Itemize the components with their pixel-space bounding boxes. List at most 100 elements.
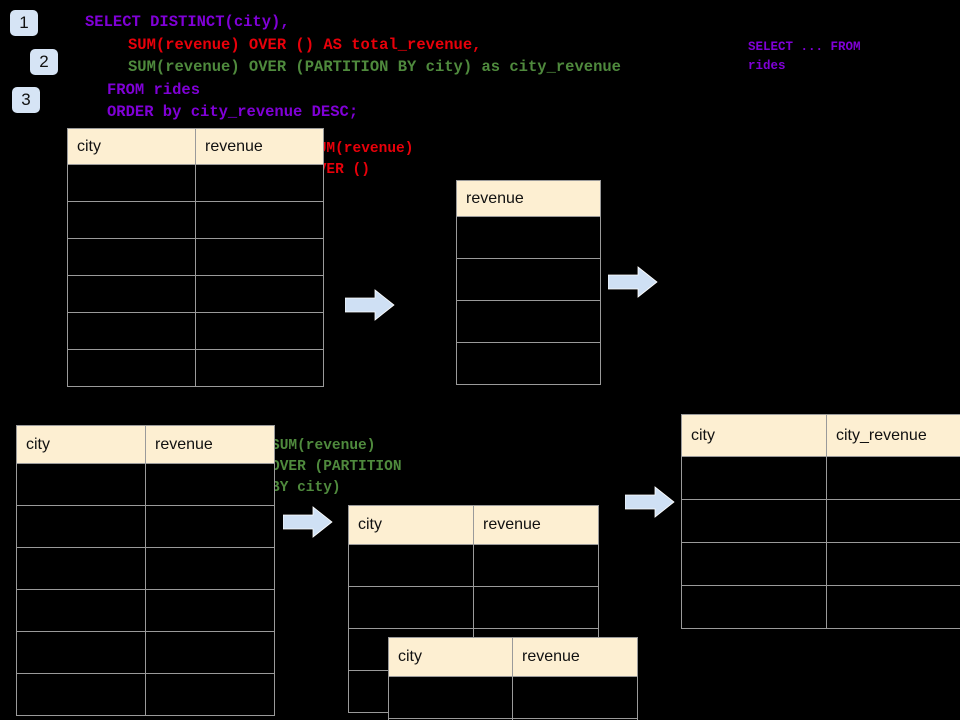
- table-header-row: city revenue: [16, 425, 275, 464]
- table-cell: [67, 201, 196, 239]
- arrow-source-to-partition: [283, 506, 333, 538]
- column-header-city: city: [348, 505, 474, 545]
- table-cell: [681, 499, 827, 543]
- column-header-city: city: [16, 425, 146, 464]
- annotation-select-from-rides: SELECT ... FROM rides: [748, 40, 861, 73]
- table-cell: [456, 342, 601, 385]
- table-row: [348, 586, 599, 629]
- table-cell: [145, 463, 275, 506]
- column-header-revenue: revenue: [473, 505, 599, 545]
- table-cell: [67, 312, 196, 350]
- table-source-bottom: city revenue: [16, 425, 275, 716]
- table-row: [388, 718, 638, 720]
- column-header-revenue: revenue: [145, 425, 275, 464]
- table-cell: [16, 631, 146, 674]
- step-badge-3: 3: [12, 87, 40, 113]
- table-cell: [826, 542, 960, 586]
- table-row: [348, 544, 599, 587]
- table-cell: [145, 547, 275, 590]
- table-row: [67, 201, 324, 239]
- table-header-row: city revenue: [348, 505, 599, 545]
- step-badge-2: 2: [30, 49, 58, 75]
- column-header-revenue: revenue: [512, 637, 638, 677]
- sql-line-3: SUM(revenue) OVER (PARTITION BY city) as…: [128, 58, 621, 76]
- table-cell: [67, 349, 196, 387]
- sql-line-5: ORDER by city_revenue DESC;: [107, 103, 359, 121]
- table-row: [388, 676, 638, 719]
- table-row: [67, 164, 324, 202]
- table-row: [16, 673, 275, 716]
- table-header-row: revenue: [456, 180, 601, 217]
- table-result: city city_revenue: [681, 414, 960, 629]
- table-row: [456, 216, 601, 259]
- table-total-revenue: revenue: [456, 180, 601, 385]
- table-cell: [826, 499, 960, 543]
- step-badge-1: 1: [10, 10, 38, 36]
- table-cell: [145, 589, 275, 632]
- sql-line-1: SELECT DISTINCT(city),: [85, 13, 290, 31]
- table-header-row: city revenue: [67, 128, 324, 165]
- table-cell: [195, 312, 324, 350]
- table-cell: [348, 586, 474, 629]
- table-row: [681, 499, 960, 543]
- column-header-revenue: revenue: [456, 180, 601, 217]
- table-partition-front: city revenue: [388, 637, 638, 720]
- table-row: [16, 547, 275, 590]
- table-cell: [456, 300, 601, 343]
- table-cell: [195, 238, 324, 276]
- table-cell: [16, 505, 146, 548]
- table-cell: [456, 258, 601, 301]
- table-row: [456, 258, 601, 301]
- table-cell: [681, 542, 827, 586]
- sql-line-4: FROM rides: [107, 81, 201, 99]
- table-row: [67, 349, 324, 387]
- table-cell: [195, 201, 324, 239]
- table-cell: [67, 238, 196, 276]
- table-row: [67, 238, 324, 276]
- table-row: [67, 275, 324, 313]
- table-row: [681, 585, 960, 629]
- arrow-partition-to-result: [625, 486, 675, 518]
- table-cell: [681, 456, 827, 500]
- column-header-city-revenue: city_revenue: [826, 414, 960, 457]
- table-cell: [826, 585, 960, 629]
- annotation-sum-over-empty: SUM(revenue) OVER (): [309, 141, 414, 178]
- table-row: [67, 312, 324, 350]
- table-row: [16, 631, 275, 674]
- table-row: [681, 456, 960, 500]
- table-cell: [348, 544, 474, 587]
- table-cell: [145, 505, 275, 548]
- table-cell: [195, 164, 324, 202]
- table-row: [16, 463, 275, 506]
- table-cell: [681, 585, 827, 629]
- table-cell: [388, 676, 513, 719]
- column-header-revenue: revenue: [195, 128, 324, 165]
- table-row: [681, 542, 960, 586]
- table-cell: [473, 586, 599, 629]
- table-cell: [195, 275, 324, 313]
- table-cell: [16, 547, 146, 590]
- table-row: [16, 505, 275, 548]
- table-cell: [512, 676, 638, 719]
- column-header-city: city: [388, 637, 513, 677]
- table-cell: [826, 456, 960, 500]
- table-cell: [195, 349, 324, 387]
- table-cell: [16, 589, 146, 632]
- column-header-city: city: [67, 128, 196, 165]
- table-cell: [145, 631, 275, 674]
- table-cell: [67, 164, 196, 202]
- table-cell: [473, 544, 599, 587]
- table-cell: [67, 275, 196, 313]
- table-cell: [145, 673, 275, 716]
- table-source-top: city revenue: [67, 128, 324, 387]
- table-cell: [512, 718, 638, 720]
- arrow-total-to-result: [608, 266, 658, 298]
- table-cell: [16, 673, 146, 716]
- table-row: [456, 300, 601, 343]
- table-row: [16, 589, 275, 632]
- annotation-sum-over-partition: SUM(revenue) OVER (PARTITION BY city): [271, 438, 402, 496]
- column-header-city: city: [681, 414, 827, 457]
- sql-line-2: SUM(revenue) OVER () AS total_revenue,: [128, 36, 482, 54]
- table-header-row: city city_revenue: [681, 414, 960, 457]
- table-cell: [16, 463, 146, 506]
